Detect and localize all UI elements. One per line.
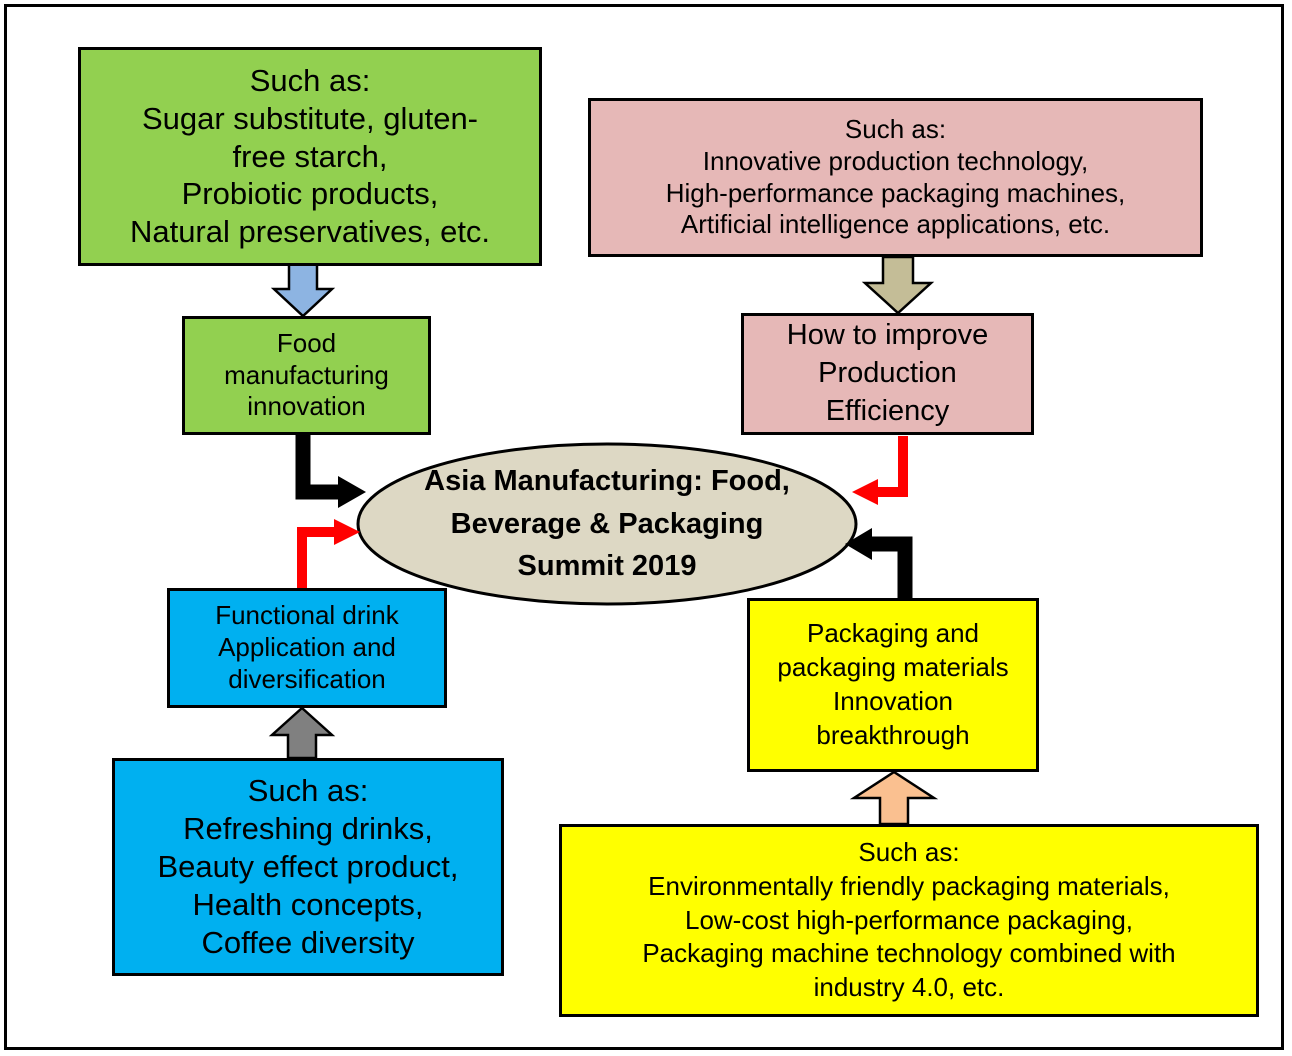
production-example-line: High-performance packaging machines, [665,177,1126,208]
connector-food-to-center [295,434,340,500]
connector-packaging-to-center [870,536,913,598]
center-oval-shape [356,442,858,606]
center-title-line: Asia Manufacturing: Food, [424,464,790,497]
arrowhead-packaging-to-center [845,528,872,560]
food-topic-line: Food [276,327,337,358]
block-arrow-packaging [849,770,939,826]
block-arrow-drink [268,706,336,760]
drink-topic-line: Application and [218,632,396,663]
food-topic-box: Food manufacturing innovation [182,316,431,435]
center-title-line: Summit 2019 [517,550,697,583]
production-example-line: Innovative production technology, [702,145,1089,176]
drink-example-line: Coffee diversity [201,924,415,960]
block-arrow-food [270,262,336,318]
center-title-line: Beverage & Packaging [450,507,764,540]
production-topic-box: How to improve Production Efficiency [741,313,1034,435]
packaging-examples-box: Such as: Environmentally friendly packag… [559,824,1259,1017]
drink-topic-box: Functional drink Application and diversi… [167,588,447,708]
packaging-example-line: Environmentally friendly packaging mater… [648,870,1170,901]
food-example-line: Probiotic products, [181,176,439,212]
drink-topic-line: diversification [228,663,386,694]
production-examples-box: Such as: Innovative production technolog… [588,98,1203,257]
center-summit-title: Asia Manufacturing: Food, Beverage & Pac… [357,443,857,605]
food-example-line: Such as: [249,62,371,98]
drink-example-line: Health concepts, [192,886,424,922]
production-example-line: Such as: [844,114,947,145]
food-example-line: Natural preservatives, etc. [129,214,491,250]
packaging-example-line: Low-cost high-performance packaging, [684,904,1134,935]
packaging-example-line: Packaging machine technology combined wi… [642,938,1176,969]
packaging-topic-line: Innovation [833,686,953,716]
production-example-line: Artificial intelligence applications, et… [680,209,1111,240]
packaging-topic-line: Packaging and [806,618,980,649]
food-examples-box: Such as: Sugar substitute, gluten- free … [78,47,542,266]
food-topic-line: innovation [247,391,366,422]
packaging-topic-line: breakthrough [816,719,970,750]
block-arrow-production [861,255,935,315]
drink-examples-box: Such as: Refreshing drinks, Beauty effec… [112,758,504,976]
arrowhead-production-to-center [852,479,878,505]
drink-topic-line: Functional drink [215,600,399,631]
drink-example-line: Beauty effect product, [157,849,459,885]
arrowhead-food-to-center [338,476,366,508]
packaging-topic-box: Packaging and packaging materials Innova… [747,598,1039,772]
production-topic-line: Production [818,357,957,390]
connector-production-to-center [876,436,908,497]
food-topic-line: manufacturing [224,359,389,390]
packaging-example-line: industry 4.0, etc. [813,972,1005,1003]
drink-example-line: Such as: [247,773,369,809]
diagram-frame [4,4,1284,1050]
production-topic-line: How to improve [786,319,989,352]
arrowhead-drink-to-center [334,519,360,545]
food-example-line: Sugar substitute, gluten- [141,100,479,136]
packaging-example-line: Such as: [858,837,960,867]
connector-drink-to-center [297,527,336,588]
packaging-topic-line: packaging materials [777,652,1009,683]
production-topic-line: Efficiency [825,394,950,427]
drink-example-line: Refreshing drinks, [183,811,433,847]
food-example-line: free starch, [232,138,388,174]
